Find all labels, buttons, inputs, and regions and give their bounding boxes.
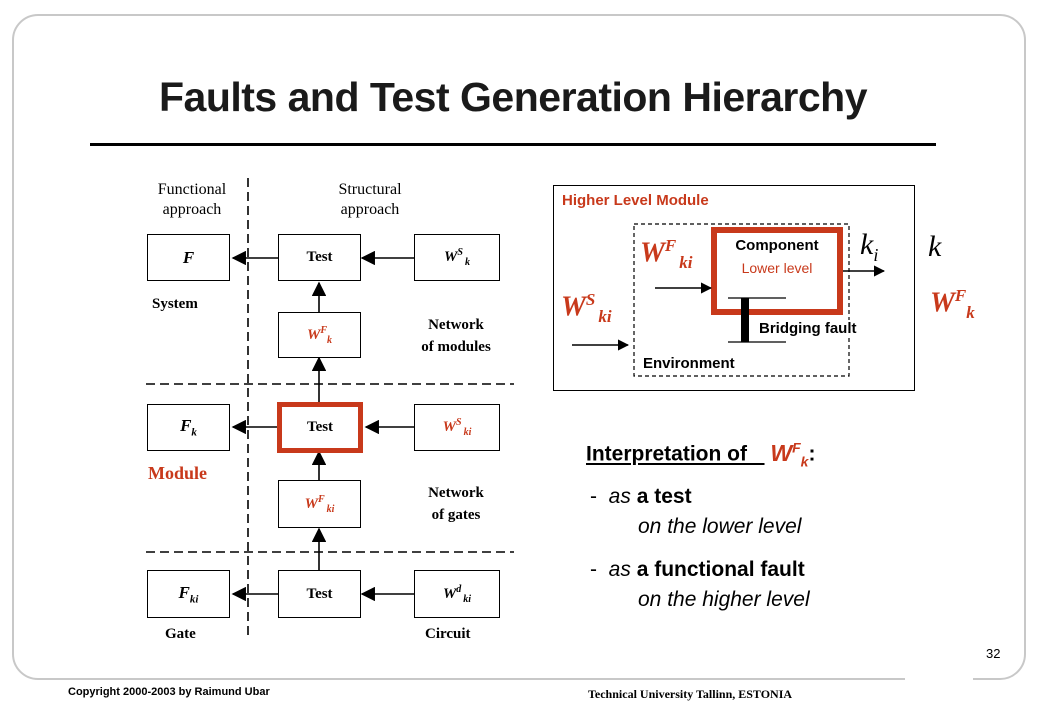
- k-output-label: k: [928, 230, 942, 263]
- module-ws-ki-symbol: WSki: [561, 290, 612, 326]
- interpretation-item-fault: - as a functional fault: [590, 558, 805, 581]
- higher-level-module-title: Higher Level Module: [562, 192, 709, 209]
- page-number: 32: [986, 646, 1001, 661]
- interpretation-item-test: - as a test: [590, 485, 692, 508]
- structural-approach-header: Structural approach: [338, 181, 402, 218]
- interpretation-item-fault-line2: on the higher level: [638, 588, 810, 611]
- network-of-gates-label: Network of gates: [428, 485, 484, 523]
- functional-box-module: Fk: [147, 404, 230, 451]
- ki-output-label: ki: [860, 228, 879, 265]
- module-wf-k-symbol: WFk: [930, 286, 975, 322]
- functional-box-system: F: [147, 234, 230, 281]
- bridging-fault-bar: [741, 298, 749, 342]
- circuit-label: Circuit: [425, 626, 471, 642]
- network-of-modules-label: Network of modules: [421, 317, 491, 355]
- component-label: Component: [735, 237, 819, 254]
- level-label-module: Module: [148, 463, 208, 483]
- title-underline: [90, 143, 936, 146]
- bridging-fault-label: Bridging fault: [757, 320, 859, 337]
- test-box-system: Test: [278, 234, 361, 281]
- environment-dashed-box: [633, 223, 850, 377]
- functional-approach-header: Functional approach: [157, 181, 227, 218]
- interpretation-item-test-line2: on the lower level: [638, 515, 802, 538]
- level-label-system: System: [152, 296, 198, 312]
- model-box-wf-ki: WFki: [278, 480, 361, 528]
- frame-gap: [905, 672, 973, 688]
- model-box-ws-ki: WSki: [414, 404, 500, 451]
- interpretation-heading: Interpretation of WFk:: [586, 439, 816, 470]
- model-box-wf-k: WFk: [278, 312, 361, 358]
- level-label-gate: Gate: [165, 626, 196, 642]
- module-wf-ki-symbol: WFki: [640, 236, 693, 272]
- environment-label: Environment: [643, 355, 735, 372]
- test-box-module: Test: [277, 402, 363, 453]
- functional-box-gate: Fki: [147, 570, 230, 618]
- slide-title: Faults and Test Generation Hierarchy: [158, 74, 868, 120]
- model-box-ws-k: WSk: [414, 234, 500, 281]
- model-box-wd-ki: Wdki: [414, 570, 500, 618]
- test-box-gate: Test: [278, 570, 361, 618]
- slide-frame: [12, 14, 1026, 680]
- institution-footer: Technical University Tallinn, ESTONIA: [588, 687, 793, 701]
- copyright-notice: Copyright 2000-2003 by Raimund Ubar: [68, 686, 270, 698]
- lower-level-label: Lower level: [741, 260, 813, 276]
